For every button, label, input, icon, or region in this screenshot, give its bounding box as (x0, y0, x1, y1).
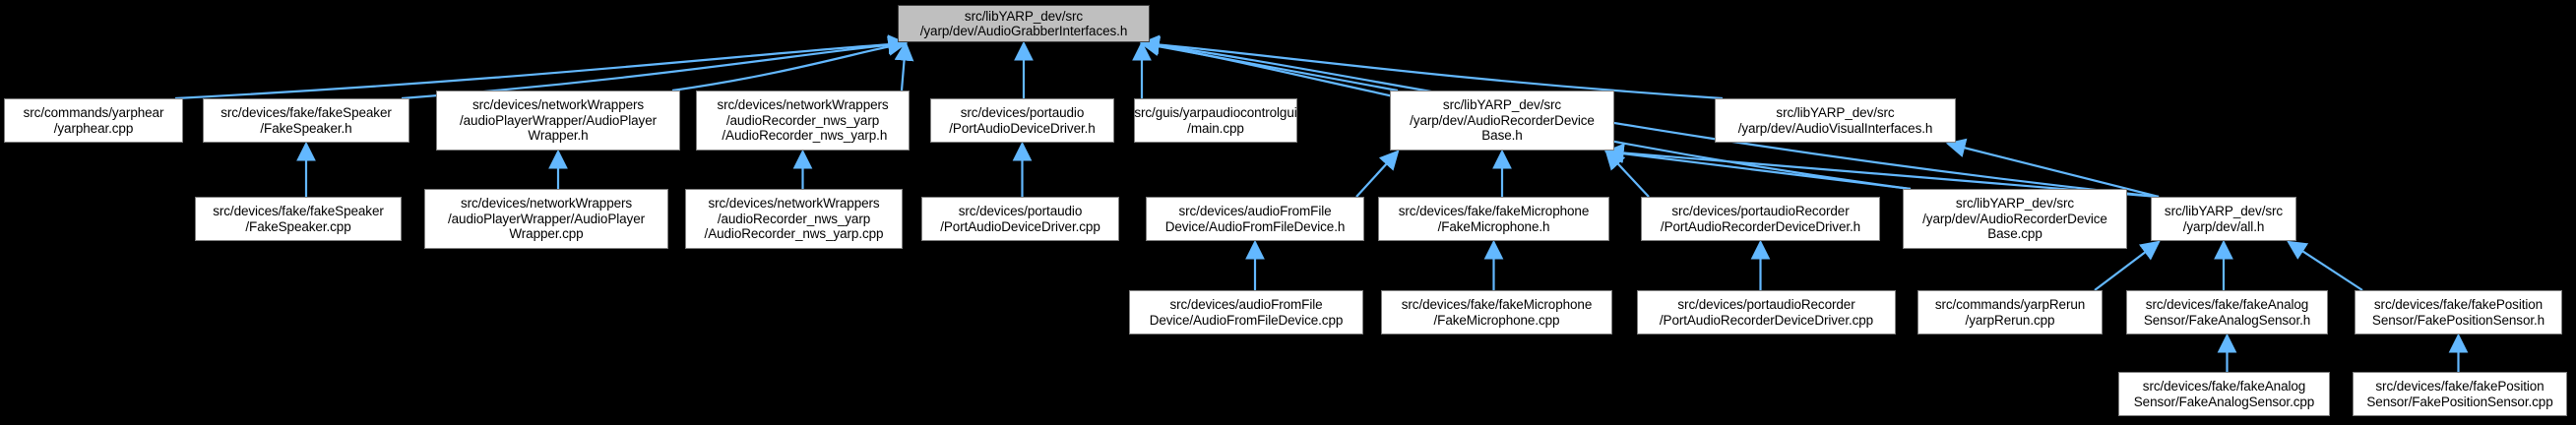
node-label-line: src/devices/fake/fakeSpeaker (213, 204, 384, 218)
node-label-line: /PortAudioRecorderDeviceDriver.h (1660, 218, 1861, 234)
node-audiorecorder-nws-yarp-h[interactable]: src/devices/networkWrappers/audioRecorde… (696, 91, 910, 151)
node-audiorecorderdevicebase-h[interactable]: src/libYARP_dev/src/yarp/dev/AudioRecord… (1390, 91, 1614, 151)
node-label-line: src/devices/networkWrappers (708, 196, 880, 212)
node-fakespeaker-cpp[interactable]: src/devices/fake/fakeSpeaker/FakeSpeaker… (195, 197, 402, 241)
node-label-line: src/commands/yarphear (23, 105, 164, 120)
node-label-line: src/devices/networkWrappers (471, 97, 645, 113)
node-yarphear-cpp[interactable]: src/commands/yarphear/yarphear.cpp (4, 98, 183, 143)
node-label-line: src/devices/portaudio (958, 204, 1083, 218)
node-label-line: src/devices/audioFromFile (1169, 297, 1323, 312)
node-label-line: /AudioRecorder_nws_yarp.h (718, 128, 888, 144)
node-label-line: src/devices/fake/fakePosition (2375, 379, 2545, 394)
node-yarpaudiocontrolgui-main-cpp[interactable]: src/guis/yarpaudiocontrolgui/main.cpp (1134, 98, 1297, 143)
node-label-line: src/devices/networkWrappers (717, 97, 889, 113)
node-label-line: src/devices/fake/fakeAnalog (2142, 379, 2306, 394)
node-label-line: src/devices/portaudio (960, 105, 1085, 120)
node-label-line: src/libYARP_dev/src (1442, 97, 1562, 113)
node-label-line: Sensor/FakePositionSensor.cpp (2366, 394, 2553, 409)
node-label-line: src/devices/fake/fakePosition (2373, 297, 2544, 312)
edge-audiorecorderdevicebase-cpp-to-audiorecorderdevicebase-h (1603, 144, 1912, 191)
edge-portaudiorecorderdevicedriver-h-to-audiorecorderdevicebase-h (1604, 150, 1650, 198)
node-label-line: Sensor/FakeAnalogSensor.h (2143, 312, 2311, 328)
node-label-line: src/devices/fake/fakeMicrophone (1398, 204, 1590, 218)
node-portaudiodevicedriver-h[interactable]: src/devices/portaudio/PortAudioDeviceDri… (930, 98, 1114, 143)
node-label-line: Device/AudioFromFileDevice.cpp (1149, 312, 1344, 328)
node-portaudiorecorderdevicedriver-cpp[interactable]: src/devices/portaudioRecorder/PortAudioR… (1637, 290, 1896, 334)
node-label-line: Sensor/FakeAnalogSensor.cpp (2133, 394, 2315, 409)
node-label-line: src/devices/portaudioRecorder (1671, 204, 1850, 218)
node-fakemicrophone-cpp[interactable]: src/devices/fake/fakeMicrophone/FakeMicr… (1381, 290, 1612, 334)
edge-audiofromfiledevice-h-to-audiorecorderdevicebase-h (1355, 150, 1400, 198)
node-label-line: src/devices/fake/fakeMicrophone (1401, 297, 1593, 312)
node-label-line: Base.cpp (1987, 226, 2042, 242)
node-label-line: src/libYARP_dev/src (1776, 105, 1895, 120)
node-label-line: Sensor/FakePositionSensor.h (2371, 312, 2545, 328)
edge-yarprerun-cpp-to-all-h (2094, 240, 2161, 291)
node-label-line: /yarp/dev/AudioVisualInterfaces.h (1737, 120, 1933, 136)
node-label-line: Wrapper.h (528, 128, 589, 144)
node-all-h[interactable]: src/libYARP_dev/src/yarp/dev/all.h (2151, 197, 2296, 241)
node-audioplayerwrapper-cpp[interactable]: src/devices/networkWrappers/audioPlayerW… (424, 189, 668, 249)
node-label-line: /FakeMicrophone.cpp (1433, 312, 1560, 328)
node-audioplayerwrapper-h[interactable]: src/devices/networkWrappers/audioPlayerW… (436, 91, 680, 151)
node-label-line: src/devices/networkWrappers (460, 196, 633, 212)
edge-fakepositionsensor-h-to-all-h (2287, 240, 2363, 291)
edge-audiorecorder-nws-yarp-h-to-audiograbberinterfaces-h (894, 40, 914, 91)
node-label-line: src/devices/portaudioRecorder (1677, 297, 1855, 312)
node-label-line: src/libYARP_dev/src (964, 8, 1084, 24)
node-label-line: src/libYARP_dev/src (1955, 196, 2075, 212)
node-label-line: /audioPlayerWrapper/AudioPlayer (447, 211, 645, 226)
node-label-line: /audioRecorder_nws_yarp (717, 211, 871, 226)
node-label-line: /yarp/dev/AudioRecorderDevice (1922, 211, 2107, 226)
node-audiograbberinterfaces-h[interactable]: src/libYARP_dev/src/yarp/dev/AudioGrabbe… (898, 5, 1150, 42)
edge-audioplayerwrapper-h-to-audiograbberinterfaces-h (671, 36, 909, 92)
node-fakespeaker-h[interactable]: src/devices/fake/fakeSpeaker/FakeSpeaker… (203, 98, 409, 143)
node-label-line: /yarphear.cpp (53, 120, 134, 136)
node-label-line: src/guis/yarpaudiocontrolgui (1134, 105, 1297, 120)
node-label-line: src/devices/fake/fakeSpeaker (220, 105, 392, 120)
node-fakemicrophone-h[interactable]: src/devices/fake/fakeMicrophone/FakeMicr… (1378, 197, 1609, 241)
node-label-line: /main.cpp (1187, 120, 1244, 136)
node-label-line: /yarp/dev/AudioRecorderDevice (1410, 112, 1595, 128)
node-label-line: /yarpRerun.cpp (1965, 312, 2055, 328)
node-label-line: /yarp/dev/all.h (2182, 218, 2265, 234)
node-label-line: Wrapper.cpp (509, 226, 584, 242)
node-label-line: /FakeSpeaker.cpp (245, 218, 351, 234)
node-label-line: src/commands/yarpRerun (1934, 297, 2086, 312)
node-label-line: src/devices/fake/fakeAnalog (2145, 297, 2309, 312)
node-portaudiodevicedriver-cpp[interactable]: src/devices/portaudio/PortAudioDeviceDri… (921, 197, 1119, 241)
node-label-line: /AudioRecorder_nws_yarp.cpp (704, 226, 884, 242)
node-label-line: /PortAudioDeviceDriver.h (949, 120, 1096, 136)
node-yarprerun-cpp[interactable]: src/commands/yarpRerun/yarpRerun.cpp (1917, 290, 2103, 334)
node-label-line: /FakeMicrophone.h (1437, 218, 1550, 234)
edge-audiorecorderdevicebase-h-to-audiograbberinterfaces-h (1139, 36, 1399, 92)
node-audiorecorderdevicebase-cpp[interactable]: src/libYARP_dev/src/yarp/dev/AudioRecord… (1903, 189, 2127, 249)
node-label-line: /audioRecorder_nws_yarp (725, 112, 880, 128)
node-label-line: Device/AudioFromFileDevice.h (1164, 218, 1346, 234)
node-label-line: /yarp/dev/AudioGrabberInterfaces.h (919, 24, 1128, 38)
node-label-line: /FakeSpeaker.h (260, 120, 352, 136)
node-label-line: /audioPlayerWrapper/AudioPlayer (459, 112, 657, 128)
node-label-line: Base.h (1481, 128, 1523, 144)
node-label-line: src/devices/audioFromFile (1178, 204, 1332, 218)
node-audiorecorder-nws-yarp-cpp[interactable]: src/devices/networkWrappers/audioRecorde… (685, 189, 903, 249)
node-label-line: src/libYARP_dev/src (2164, 204, 2284, 218)
node-portaudiorecorderdevicedriver-h[interactable]: src/devices/portaudioRecorder/PortAudioR… (1641, 197, 1880, 241)
node-label-line: /PortAudioDeviceDriver.cpp (940, 218, 1100, 234)
node-label-line: /PortAudioRecorderDeviceDriver.cpp (1659, 312, 1874, 328)
node-audiovisualinterfaces-h[interactable]: src/libYARP_dev/src/yarp/dev/AudioVisual… (1715, 98, 1956, 143)
